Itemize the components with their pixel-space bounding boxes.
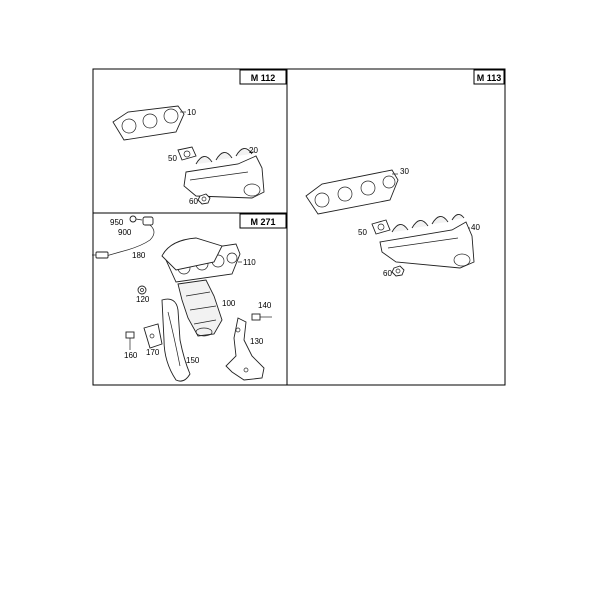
panel-tag-box-m271 [239,213,287,229]
part-160-bolt[interactable] [125,331,135,350]
label-900: 900 [118,228,132,237]
label-170: 170 [146,348,160,357]
label-950: 950 [110,218,124,227]
panel-m112: M 112 10 50 20 60 [112,69,287,206]
label-10: 10 [187,108,196,117]
label-30: 30 [400,167,409,176]
label-150: 150 [186,356,200,365]
label-50-m112: 50 [168,154,177,163]
part-20-exhaust-manifold[interactable] [183,148,265,199]
part-120-washer[interactable] [137,285,147,295]
part-130-bracket[interactable] [225,317,265,381]
part-180-oxygen-sensor[interactable] [92,224,155,259]
label-130: 130 [250,337,264,346]
label-60-m112: 60 [189,197,198,206]
panel-tag-m113: M 113 [477,73,502,83]
part-60-nut[interactable] [197,193,211,205]
part-50-seal[interactable] [177,146,197,161]
part-40-exhaust-manifold[interactable] [379,214,475,269]
part-950-clip[interactable] [129,215,143,223]
diagram-frame [92,68,506,386]
label-160: 160 [124,351,138,360]
label-20: 20 [249,146,258,155]
part-10-gasket[interactable] [112,105,185,141]
part-170-bracket[interactable] [143,323,163,349]
part-60-nut-m113[interactable] [391,265,405,277]
label-180: 180 [132,251,146,260]
panel-tag-m271: M 271 [250,217,275,227]
panel-m271: M 271 950 900 180 110 [92,213,287,382]
panel-tag-box-m113 [473,69,505,85]
panel-tag-m112: M 112 [251,73,276,83]
label-40: 40 [471,223,480,232]
panel-tag-box-m112 [239,69,287,85]
part-900-connector[interactable] [142,216,154,226]
part-100-manifold-converter[interactable] [161,237,223,337]
label-100: 100 [222,299,236,308]
label-50-m113: 50 [358,228,367,237]
label-140: 140 [258,301,272,310]
panel-m113: M 113 30 50 40 60 [305,69,505,278]
label-110: 110 [243,258,256,267]
label-60-m113: 60 [383,269,392,278]
part-140-bolt[interactable] [251,313,272,321]
part-50-seal-m113[interactable] [371,219,391,235]
label-120: 120 [136,295,150,304]
part-30-gasket[interactable] [305,169,399,215]
part-150-heat-shield[interactable] [161,298,191,382]
